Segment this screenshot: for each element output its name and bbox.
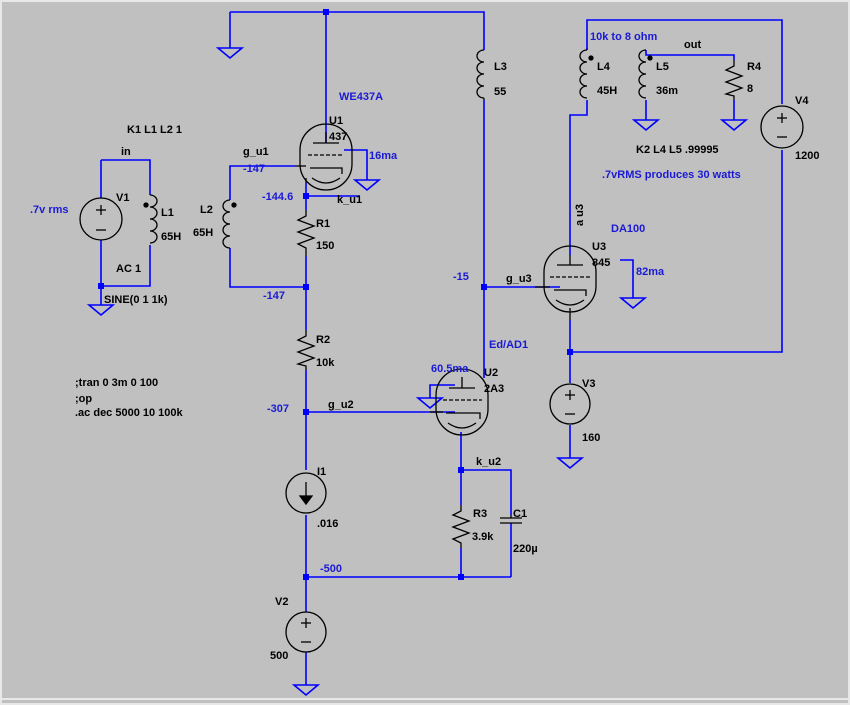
g-u3-voltage: -15 (453, 271, 469, 283)
voltage-source-V4[interactable] (760, 105, 804, 149)
voltage-source-V2[interactable] (285, 611, 327, 653)
inductor-L1[interactable] (143, 194, 158, 244)
r4-name-label: R4 (747, 61, 762, 73)
v3-value-label: 160 (582, 432, 600, 444)
u2-model-label: 2A3 (484, 383, 504, 395)
u3-current-label: 82ma (636, 266, 665, 278)
capacitor-C1[interactable] (500, 515, 522, 524)
c1-value-label: 220µ (513, 543, 538, 555)
l5-name-label: L5 (656, 61, 669, 73)
neg-rail-voltage: -500 (320, 563, 342, 575)
inductor-L3[interactable] (476, 49, 485, 100)
directive-op: ;op (75, 393, 92, 405)
power-note: .7vRMS produces 30 watts (602, 169, 741, 181)
u1-type-label: WE437A (339, 91, 383, 103)
r1-bottom-voltage: -147 (263, 290, 285, 302)
net-a-u3-label: a u3 (574, 204, 586, 226)
inductor-L5[interactable] (638, 49, 653, 99)
voltage-source-V3[interactable] (549, 383, 591, 425)
l3-value-label: 55 (494, 86, 506, 98)
r4-value-label: 8 (747, 83, 753, 95)
v1-source-label: SINE(0 1 1k) (104, 294, 168, 306)
net-k-u2-label: k_u2 (476, 456, 501, 468)
l1-name-label: L1 (161, 207, 174, 219)
directive-ac: .ac dec 5000 10 100k (75, 407, 184, 419)
triode-U1[interactable] (296, 123, 353, 191)
r1-name-label: R1 (316, 218, 330, 230)
u1-current-label: 16ma (369, 150, 398, 162)
u2-current-label: 60.5ma (431, 363, 469, 375)
coupling-k2-label: K2 L4 L5 .99995 (636, 144, 719, 156)
l2-value-label: 65H (193, 227, 213, 239)
component-labels: K1 L1 L2 1 in .7v rms V1 AC 1 SINE(0 1 1… (30, 31, 819, 662)
net-g-u3-label: g_u3 (506, 273, 532, 285)
coupling-k1-label: K1 L1 L2 1 (127, 124, 182, 136)
u2-name-label: U2 (484, 367, 498, 379)
inductor-L4[interactable] (579, 49, 594, 99)
u2-type-label: Ed/AD1 (489, 339, 528, 351)
r2-value-label: 10k (316, 357, 335, 369)
triode-U2[interactable] (430, 368, 489, 436)
u3-type-label: DA100 (611, 223, 645, 235)
net-in-label: in (121, 146, 131, 158)
c1-name-label: C1 (513, 508, 527, 520)
g-u1-voltage: -147 (243, 163, 265, 175)
l2-name-label: L2 (200, 204, 213, 216)
net-k-u1-label: k_u1 (337, 194, 362, 206)
r3-name-label: R3 (473, 508, 487, 520)
ground-symbols (86, 47, 749, 697)
l5-value-label: 36m (656, 85, 678, 97)
i1-value-label: .016 (317, 518, 338, 530)
voltage-source-V1[interactable] (79, 197, 123, 241)
l3-name-label: L3 (494, 61, 507, 73)
net-g-u2-label: g_u2 (328, 399, 354, 411)
k-u1-voltage: -144.6 (262, 191, 293, 203)
directive-tran: ;tran 0 3m 0 100 (75, 377, 158, 389)
v2-value-label: 500 (270, 650, 288, 662)
l4-value-label: 45H (597, 85, 617, 97)
transformer-note: 10k to 8 ohm (590, 31, 657, 43)
v4-value-label: 1200 (795, 150, 819, 162)
l1-value-label: 65H (161, 231, 181, 243)
u3-model-label: 845 (592, 257, 610, 269)
wires[interactable] (100, 11, 783, 685)
triode-U3[interactable] (535, 245, 597, 320)
v4-name-label: V4 (795, 95, 809, 107)
u1-model-label: 437 (329, 131, 347, 143)
i1-name-label: I1 (317, 466, 326, 478)
v1-name-label: V1 (116, 192, 129, 204)
r3-value-label: 3.9k (472, 531, 494, 543)
resistor-R1[interactable] (296, 210, 316, 256)
v1-ac-label: AC 1 (116, 263, 141, 275)
v3-name-label: V3 (582, 378, 595, 390)
resistor-R2[interactable] (295, 330, 316, 370)
r2-name-label: R2 (316, 334, 330, 346)
v2-name-label: V2 (275, 596, 288, 608)
v1-amplitude-label: .7v rms (30, 204, 69, 216)
junction-dots (98, 9, 573, 580)
inductor-L2[interactable] (222, 199, 237, 249)
resistor-R3[interactable] (451, 505, 471, 548)
net-out-label: out (684, 39, 701, 51)
resistor-R4[interactable] (723, 60, 744, 100)
net-g-u1-label: g_u1 (243, 146, 269, 158)
r1-value-label: 150 (316, 240, 334, 252)
current-source-I1[interactable] (285, 472, 327, 514)
l4-name-label: L4 (597, 61, 611, 73)
u3-name-label: U3 (592, 241, 606, 253)
g-u2-voltage: -307 (267, 403, 289, 415)
u1-name-label: U1 (329, 115, 343, 127)
